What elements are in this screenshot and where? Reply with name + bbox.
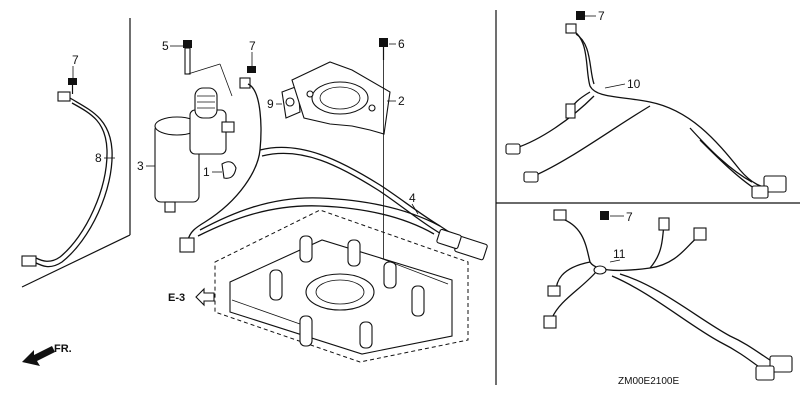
- callout-5: 5: [162, 39, 169, 53]
- harness-connector: [658, 217, 670, 231]
- part-10-harness[interactable]: [505, 23, 787, 199]
- harness-connector: [179, 237, 195, 253]
- leader-11: [609, 259, 621, 263]
- callout-9: 9: [267, 97, 274, 111]
- callout-10: 10: [627, 77, 641, 91]
- engine-bore: [305, 273, 375, 311]
- part-2-plate[interactable]: [291, 61, 396, 135]
- part-4-harness[interactable]: [179, 83, 488, 261]
- harness-terminal: [565, 23, 577, 34]
- harness-connector: [693, 227, 707, 241]
- bolt-shaft: [184, 47, 191, 75]
- part-8-ground-cable[interactable]: [21, 91, 115, 268]
- front-direction: FR.: [22, 343, 72, 366]
- part-11-harness[interactable]: [543, 209, 793, 381]
- part-3-starter-motor[interactable]: [146, 63, 235, 213]
- motor-guide-line: [187, 63, 221, 75]
- callout-1: 1: [203, 165, 210, 179]
- callout-2: 2: [398, 94, 405, 108]
- part-1-clip[interactable]: [212, 161, 237, 179]
- motor-guide-line: [219, 63, 233, 97]
- callout-8: 8: [95, 151, 102, 165]
- harness-plug: [751, 185, 769, 199]
- callout-7-top-right: 7: [598, 9, 605, 23]
- callout-7-starter: 7: [249, 39, 256, 53]
- callout-6: 6: [398, 37, 405, 51]
- diagram-code: ZM00E2100E: [618, 376, 679, 387]
- left-divider-diagonal: [21, 234, 131, 288]
- engine-base: [214, 209, 469, 363]
- harness-connector: [523, 171, 539, 183]
- harness-plug: [769, 355, 793, 373]
- motor-drive-gear: [194, 87, 218, 119]
- bolt-icon: [68, 78, 77, 85]
- harness-plug: [436, 228, 462, 250]
- bolt-icon: [600, 211, 609, 220]
- arrow-icon: [195, 287, 215, 307]
- harness-connector: [505, 143, 521, 155]
- bolt-7-left[interactable]: [68, 66, 77, 94]
- motor-terminal: [221, 121, 235, 133]
- motor-mount: [164, 201, 176, 213]
- bolt-7-starter[interactable]: [239, 52, 256, 89]
- leader-4: [411, 203, 419, 215]
- leader-10: [604, 83, 626, 89]
- bolt-7-bottom-right[interactable]: [600, 211, 624, 220]
- harness-band: [593, 265, 607, 275]
- front-label: FR.: [54, 343, 72, 355]
- bolt-icon: [183, 40, 192, 48]
- front-arrow-icon: [22, 346, 55, 366]
- harness-connector: [543, 315, 557, 329]
- callouts: 7 8 5 7 3 1 9 6 2 4 7 10 7 11: [72, 9, 641, 261]
- engine-outline-dashed: [214, 209, 469, 363]
- clip-shape: [221, 161, 237, 179]
- reference-label: E-3: [168, 292, 185, 304]
- terminal-lug: [239, 77, 251, 89]
- part-6-bolt[interactable]: [379, 38, 396, 270]
- part-9-clamp[interactable]: [276, 85, 301, 119]
- callout-4: 4: [409, 191, 416, 205]
- harness-plug: [755, 365, 775, 381]
- panel-dividers: [21, 10, 800, 385]
- bolt-icon: [576, 11, 585, 20]
- harness-plug: [763, 175, 787, 193]
- callout-7-bottom-right: 7: [626, 210, 633, 224]
- cable-terminal: [57, 91, 71, 102]
- callout-3: 3: [137, 159, 144, 173]
- plate-ring-inner: [319, 86, 361, 110]
- harness-connector: [547, 285, 561, 297]
- clamp-hole: [285, 97, 295, 107]
- part-5-bolt[interactable]: [170, 40, 192, 75]
- harness-connector: [565, 103, 576, 119]
- cable-end-connector: [21, 255, 37, 267]
- harness-terminal: [553, 209, 567, 221]
- callout-7-left: 7: [72, 53, 79, 67]
- reference-e3[interactable]: E-3: [168, 287, 215, 307]
- bolt-icon: [247, 66, 256, 73]
- callout-11: 11: [613, 247, 626, 261]
- bolt-7-top-right[interactable]: [576, 11, 596, 20]
- bolt-icon: [379, 38, 388, 47]
